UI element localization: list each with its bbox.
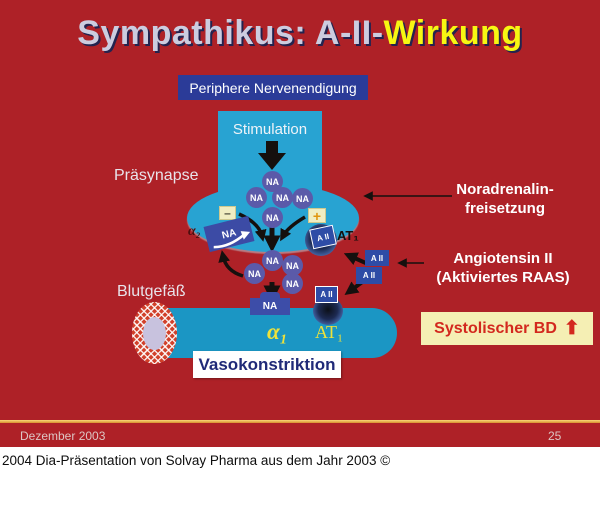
presentation-slide: Sympathikus: A-II-Wirkung Periphere Nerv… bbox=[0, 0, 600, 447]
angiotensin-label: Angiotensin II (Aktiviertes RAAS) bbox=[418, 250, 588, 288]
at1-vessel-label: AT₁ bbox=[315, 322, 344, 342]
noradrenalin-line2: freisetzung bbox=[464, 199, 545, 217]
na-text: NA bbox=[266, 176, 279, 187]
aii-molecule: A II bbox=[365, 250, 389, 266]
blood-vessel-shape bbox=[150, 308, 397, 358]
na-text: NA bbox=[262, 301, 278, 312]
image-caption: 2004 Dia-Präsentation von Solvay Pharma … bbox=[2, 453, 391, 468]
alpha2-na-receptor: NA bbox=[203, 215, 255, 253]
at1-presyn-label: AT₁ bbox=[337, 228, 359, 243]
na-receptor-bump bbox=[260, 292, 280, 300]
plus-text: + bbox=[312, 207, 322, 224]
vasokonstriktion-text: Vasokonstriktion bbox=[198, 354, 336, 374]
na-text: NA bbox=[286, 260, 299, 271]
aii-text: A II bbox=[320, 290, 333, 299]
na-vesicle: NA bbox=[272, 187, 293, 208]
noradrenalin-line1: Noradrenalin- bbox=[456, 181, 554, 198]
aii-bound-vessel: A II bbox=[315, 286, 338, 303]
na-released: NA bbox=[282, 273, 303, 294]
inhibition-sign: – bbox=[219, 206, 236, 220]
na-released: NA bbox=[262, 250, 283, 271]
systolic-bp-callout: Systolischer BD ⬆ bbox=[421, 312, 593, 345]
minus-text: – bbox=[224, 206, 231, 220]
blutgefaess-label: Blutgefäß bbox=[117, 283, 186, 300]
na-vesicle: NA bbox=[262, 207, 283, 228]
up-arrow-icon: ⬆ bbox=[563, 318, 580, 339]
aii-molecule: A II bbox=[356, 267, 382, 284]
alpha2-label: α₂ bbox=[188, 224, 201, 239]
na-vesicle: NA bbox=[246, 187, 267, 208]
na-vesicle: NA bbox=[292, 188, 313, 209]
na-released: NA bbox=[244, 263, 265, 284]
na-text: NA bbox=[276, 192, 289, 203]
peripheral-nerve-ending-text: Periphere Nervenendigung bbox=[189, 79, 357, 96]
na-text: NA bbox=[248, 268, 261, 279]
peripheral-nerve-ending-label: Periphere Nervenendigung bbox=[178, 75, 368, 100]
na-text: NA bbox=[266, 255, 279, 266]
facilitation-sign: + bbox=[308, 207, 326, 224]
alpha2-feedback-arrow bbox=[218, 250, 244, 278]
na-receptor-vessel: NA bbox=[250, 298, 290, 315]
angiotensin-line2: (Aktiviertes RAAS) bbox=[436, 268, 570, 286]
na-text: NA bbox=[296, 193, 309, 204]
aii-text: A II bbox=[362, 271, 376, 280]
aii-text: A II bbox=[370, 253, 384, 263]
na-text: NA bbox=[250, 192, 263, 203]
feedback-swoosh-icon bbox=[213, 231, 251, 249]
alpha1-label: α₁ bbox=[267, 319, 288, 344]
systolic-bp-text: Systolischer BD bbox=[434, 319, 557, 337]
vasokonstriktion-box: Vasokonstriktion bbox=[193, 351, 341, 378]
slide-title-highlight: Wirkung bbox=[383, 14, 523, 52]
footer-divider-line bbox=[0, 420, 600, 423]
footer-date: Dezember 2003 bbox=[20, 429, 106, 443]
slide-title: Sympathikus: A-II-Wirkung bbox=[0, 14, 600, 53]
aii-text: A II bbox=[316, 231, 330, 243]
footer-page-number: 25 bbox=[548, 429, 562, 443]
slide-title-main: Sympathikus: A-II- bbox=[77, 14, 384, 52]
stimulation-label: Stimulation bbox=[232, 121, 308, 138]
praesynapse-label: Präsynapse bbox=[114, 167, 199, 184]
na-released: NA bbox=[282, 255, 303, 276]
na-text: NA bbox=[286, 278, 299, 289]
na-text: NA bbox=[266, 212, 279, 223]
noradrenalin-release-label: Noradrenalin- freisetzung bbox=[425, 181, 585, 219]
angiotensin-line1: Angiotensin II bbox=[453, 250, 553, 267]
na-vesicle: NA bbox=[262, 171, 283, 192]
vessel-lumen bbox=[143, 317, 166, 350]
